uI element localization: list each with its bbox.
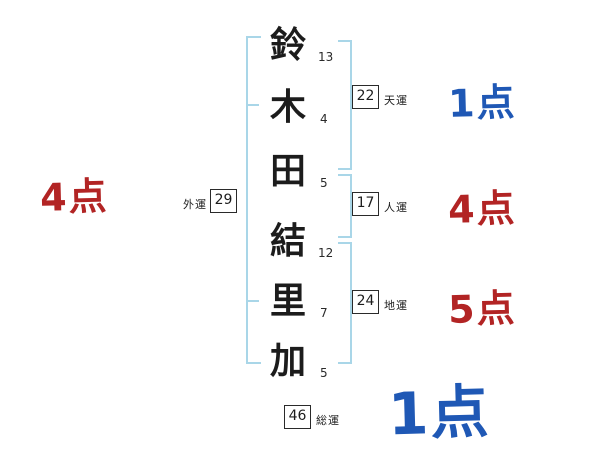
strokes-5: 7 [320, 306, 328, 320]
strokes-3: 5 [320, 176, 328, 190]
kanji-2: 木 [269, 87, 306, 128]
score-tenun: 1点 [447, 80, 518, 126]
bracket-tenun [338, 40, 352, 170]
value-soun: 46 [284, 405, 311, 429]
strokes-2: 4 [320, 112, 328, 126]
value-chiun: 24 [352, 290, 379, 314]
bracket-chiun [338, 242, 352, 364]
value-gaiun: 29 [210, 189, 237, 213]
value-tenun: 22 [352, 85, 379, 109]
label-jinun: 人運 [384, 201, 408, 214]
strokes-4: 12 [318, 246, 334, 260]
score-soun: 1点 [387, 377, 492, 449]
kanji-5: 里 [269, 281, 306, 322]
bracket-tick [246, 300, 259, 302]
bracket-gaiun [246, 36, 261, 364]
label-gaiun: 外運 [183, 198, 207, 211]
kanji-4: 結 [269, 221, 306, 262]
score-gaiun: 4点 [39, 174, 110, 220]
kanji-1: 鈴 [269, 25, 306, 66]
strokes-1: 13 [318, 50, 334, 64]
score-jinun: 4点 [447, 186, 518, 232]
bracket-tick [246, 104, 259, 106]
value-jinun: 17 [352, 192, 379, 216]
label-tenun: 天運 [384, 94, 408, 107]
label-soun: 総運 [316, 414, 340, 427]
label-chiun: 地運 [384, 299, 408, 312]
score-chiun: 5点 [447, 286, 518, 332]
strokes-6: 5 [320, 366, 328, 380]
kanji-6: 加 [269, 341, 306, 382]
kanji-3: 田 [269, 151, 306, 192]
bracket-jinun [338, 174, 352, 238]
